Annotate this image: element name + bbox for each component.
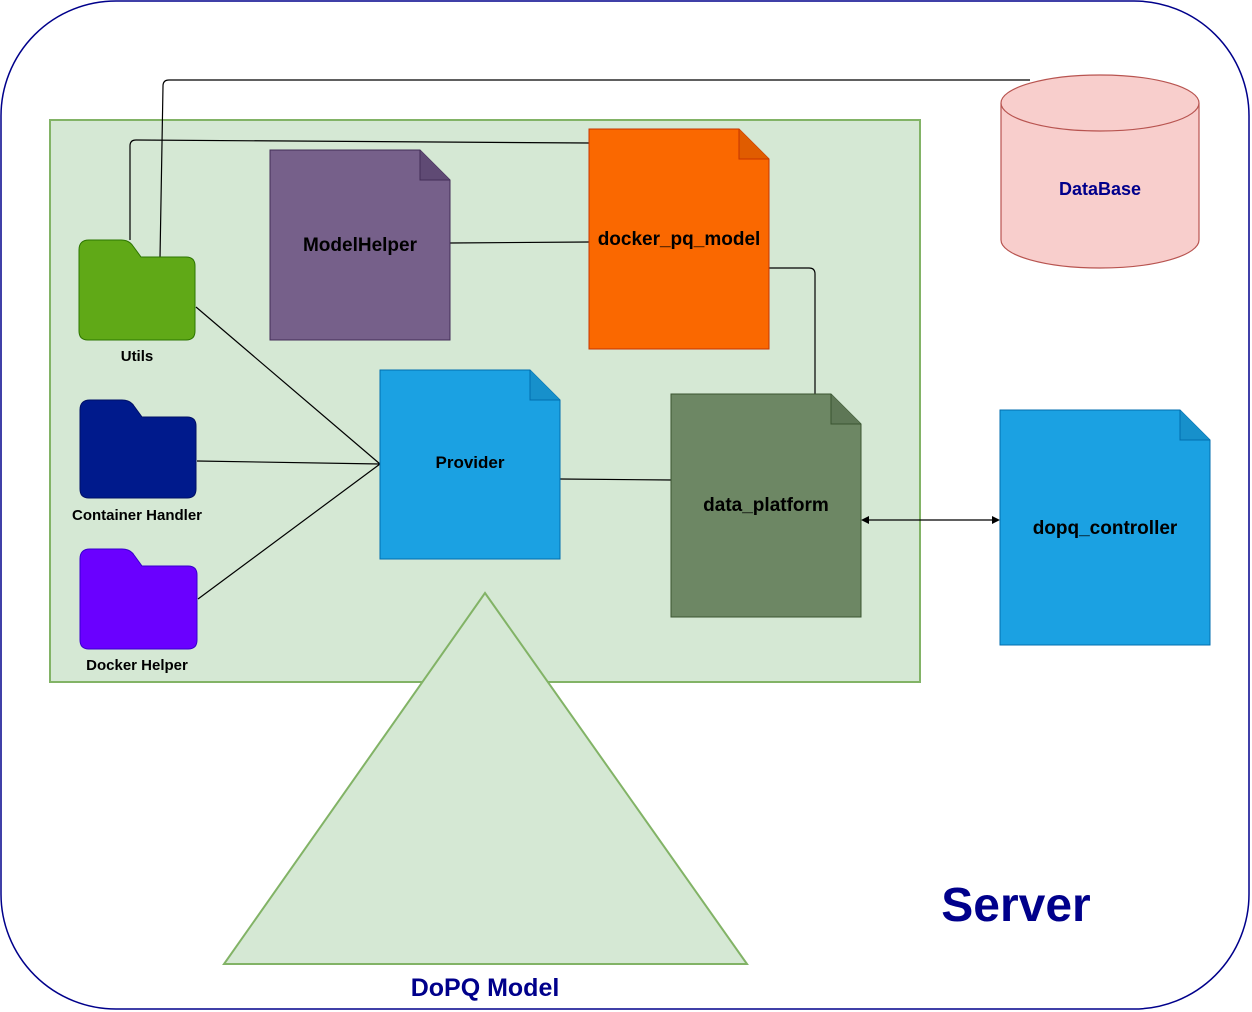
arrowhead-right: [992, 516, 1000, 524]
database-cylinder-top: [1000, 74, 1200, 132]
docker-pq-model-label: docker_pq_model: [598, 229, 761, 250]
document-icon: [670, 393, 862, 618]
container-handler-label: Container Handler: [72, 507, 202, 524]
connectors: [129, 79, 1030, 600]
connector-container-handler-provider: [196, 460, 381, 465]
document-icon: [269, 149, 451, 341]
container-handler-node: Container Handler: [72, 399, 202, 524]
document-icon: [588, 128, 770, 350]
connector-provider-data-platform: [559, 478, 673, 481]
data-platform-node: data_platform: [670, 393, 862, 618]
document-icon: [999, 409, 1211, 646]
provider-label: Provider: [436, 453, 505, 472]
folder-icon: [79, 548, 198, 650]
connector-utils-docker-pq-model: [129, 139, 590, 240]
dopq-controller-label: dopq_controller: [1033, 518, 1178, 539]
dopq-model-triangle: [222, 591, 749, 965]
database-cylinder-icon: [1000, 103, 1200, 269]
database-label: DataBase: [1059, 179, 1141, 199]
provider-node: Provider: [379, 369, 561, 560]
model-helper-label: ModelHelper: [303, 235, 418, 256]
model-helper-node: ModelHelper: [269, 149, 451, 341]
dopq-model-label: DoPQ Model: [411, 974, 560, 1002]
connector-utils-provider: [195, 306, 381, 465]
database-node: DataBase: [1000, 74, 1200, 269]
server-label: Server: [941, 879, 1090, 932]
docker-helper-node: Docker Helper: [79, 548, 198, 674]
docker-helper-label: Docker Helper: [86, 657, 188, 674]
docker-pq-model-node: docker_pq_model: [588, 128, 770, 350]
folder-icon: [78, 239, 196, 341]
connector-docker-pq-model-data-platform: [769, 267, 816, 394]
folder-icon: [79, 399, 197, 499]
utils-node: Utils: [78, 239, 196, 365]
data-platform-label: data_platform: [703, 495, 829, 516]
document-icon: [379, 369, 561, 560]
connector-modelhelper-docker-pq-model: [449, 241, 590, 244]
connector-docker-helper-provider: [197, 463, 381, 600]
connector-utils-database: [159, 79, 1030, 259]
utils-label: Utils: [121, 348, 154, 365]
dopq-controller-node: dopq_controller: [999, 409, 1211, 646]
arrowhead-left: [861, 516, 869, 524]
